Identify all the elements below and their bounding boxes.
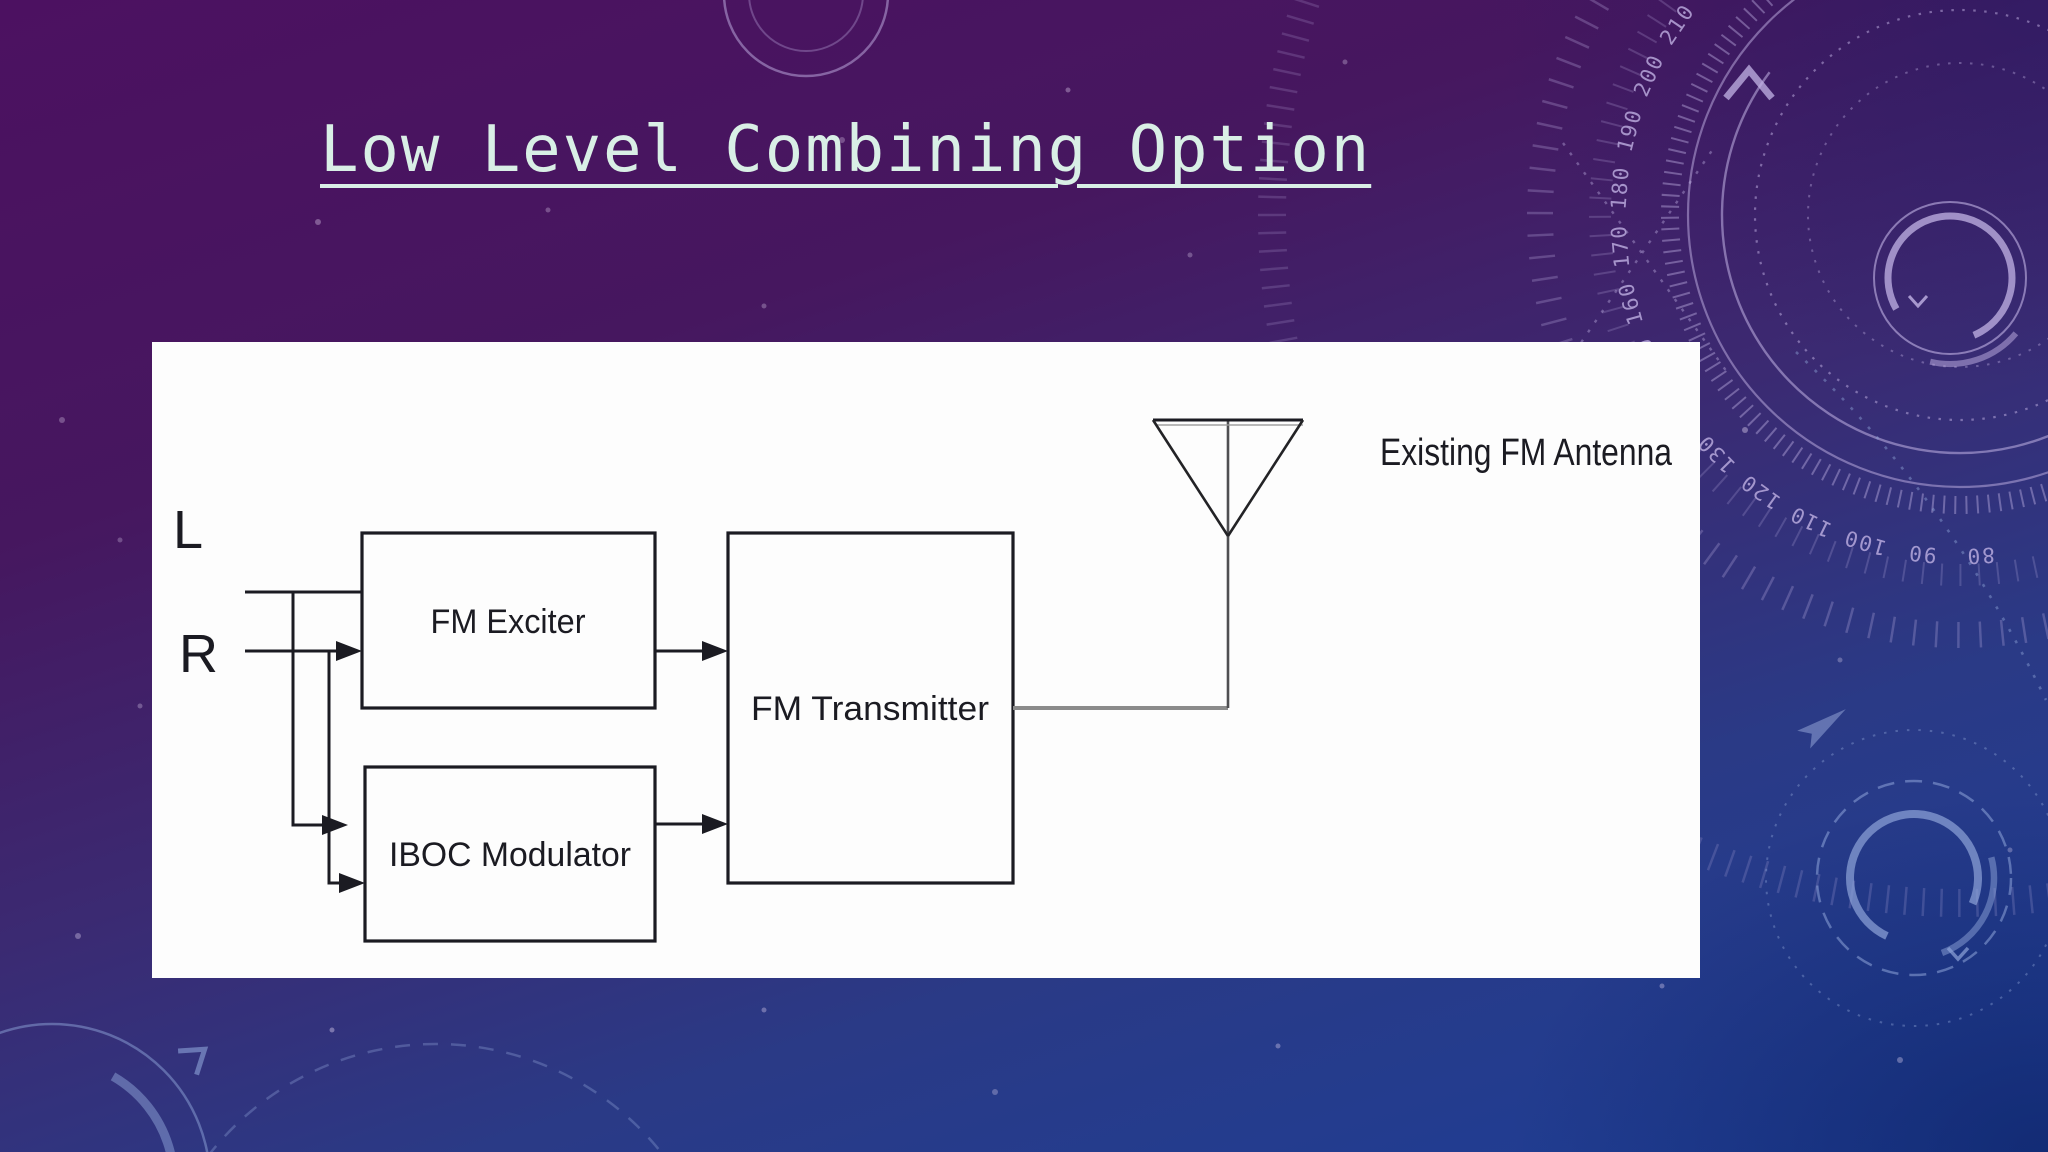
sparkle (992, 1089, 998, 1095)
sparkles (59, 59, 2013, 1095)
dial-number: 80 (1965, 543, 1996, 569)
arrow-ne-icon (177, 1046, 209, 1076)
dotted-line (1795, 351, 2048, 701)
arrowhead-r-exciter (336, 641, 362, 661)
sparkle (761, 303, 767, 309)
dial-number: 120 (1736, 469, 1786, 514)
ring (1686, 0, 2048, 489)
arrowhead-exciter-transmitter (702, 641, 728, 661)
sparkle (1742, 427, 1748, 433)
fm-exciter-label: FM Exciter (431, 603, 586, 641)
dial-number: 160 (1613, 279, 1648, 328)
dot-ring (1765, 729, 2048, 1027)
dot-ring (1753, 8, 2048, 422)
diagram-panel: L R FM Exciter IBOC Modulator FM Transmi… (152, 342, 1700, 978)
ring-arc (1846, 810, 1982, 946)
dial-bottom-right (1765, 709, 2048, 1027)
chevron-up-icon (1723, 64, 1775, 101)
sparkle (75, 933, 81, 939)
dial-number: 170 (1606, 223, 1634, 269)
slide-title: Low Level Combining Option (320, 113, 1372, 187)
antenna-label: Existing FM Antenna (1380, 432, 1673, 474)
sparkle (1065, 87, 1071, 93)
iboc-modulator-box (363, 765, 657, 943)
sparkle (761, 1007, 767, 1013)
sparkle (117, 537, 123, 543)
ring (0, 1022, 209, 1152)
sparkle (329, 1027, 335, 1033)
dial-number: 210 (1655, 0, 1699, 49)
dashed-ring (209, 1042, 663, 1152)
sparkle (545, 207, 551, 213)
dashed-ring (1815, 779, 2013, 977)
inner-arc (1884, 212, 2016, 344)
sparkle (1837, 657, 1843, 663)
rings-top-left (722, 0, 890, 78)
arrowhead-l-modulator (322, 815, 348, 835)
sparkle (59, 417, 65, 423)
arrowhead-r-modulator (339, 873, 365, 893)
arrowhead-modulator-transmitter (702, 814, 728, 834)
sparkle (839, 137, 845, 143)
input-l-label: L (173, 500, 203, 560)
wire-r-branch (327, 651, 341, 885)
sparkle (1897, 1057, 1903, 1063)
tick-ring (1258, 0, 2048, 917)
sparkle (1187, 252, 1193, 258)
sparkle (137, 703, 143, 709)
ring-arc (0, 1055, 179, 1152)
arrow-ne-icon (1797, 709, 1846, 749)
inner-ring (1873, 201, 2027, 355)
ring (722, 0, 890, 78)
antenna-triangle (1151, 419, 1305, 537)
ring-arc (1720, 0, 2048, 455)
sparkle (1659, 983, 1665, 989)
block-diagram: L R FM Exciter IBOC Modulator FM Transmi… (173, 418, 1673, 943)
iboc-modulator-label: IBOC Modulator (389, 836, 631, 874)
sparkle (1275, 1043, 1281, 1049)
fm-transmitter-label: FM Transmitter (751, 690, 989, 728)
dial-number: 90 (1906, 540, 1938, 567)
ring-arc (1830, 794, 1998, 962)
sparkle (1342, 59, 1348, 65)
dotted-line (1560, 148, 1714, 373)
sparkle (2007, 847, 2013, 853)
tick-ring (1589, 0, 2048, 586)
input-r-label: R (179, 624, 218, 684)
fm-exciter-box (360, 531, 657, 710)
dial-number: 180 (1606, 165, 1633, 211)
dial-number: 190 (1613, 106, 1647, 155)
chevron-down-icon (1907, 294, 1929, 309)
dot-ring (1807, 62, 2048, 368)
wire-l-branch (291, 592, 322, 827)
sparkle (315, 219, 321, 225)
antenna-icon (1151, 418, 1305, 537)
dial-number: 200 (1629, 50, 1669, 100)
dial-number: 100 (1840, 525, 1889, 560)
dial-number: 110 (1786, 501, 1836, 542)
chevron-down-icon (1946, 946, 1970, 962)
rings-bottom-left (0, 1022, 663, 1152)
ring (748, 0, 864, 52)
